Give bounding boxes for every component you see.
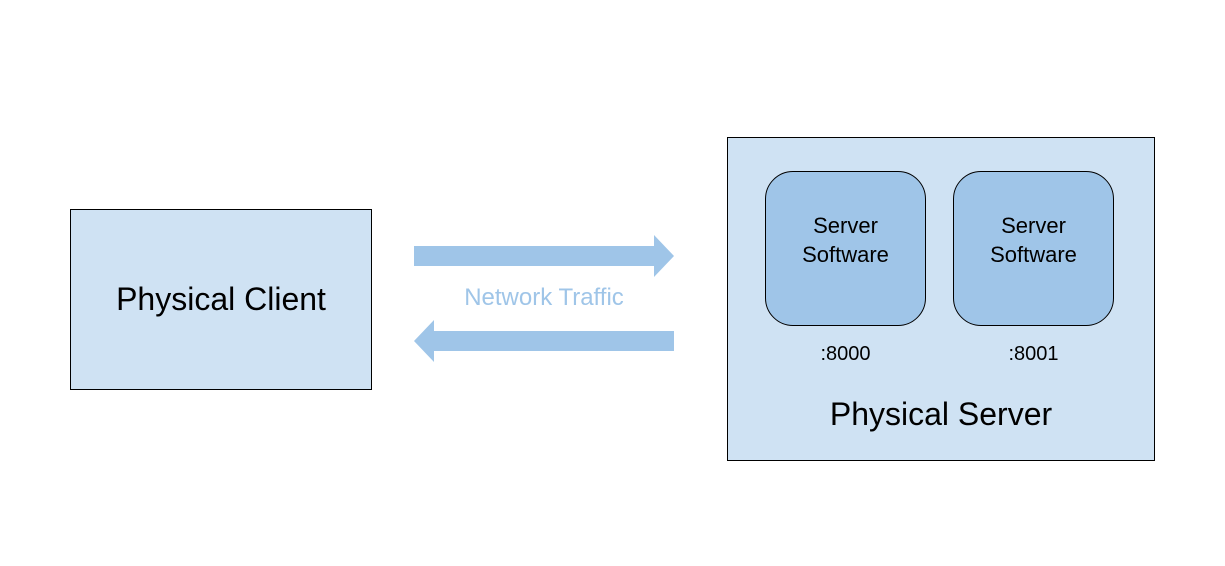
physical-server-box: Server Software :8000 Server Software :8… bbox=[727, 137, 1155, 461]
arrow-to-server bbox=[414, 235, 674, 277]
server-software-8000: Server Software bbox=[765, 171, 926, 326]
port-label-8000: :8000 bbox=[820, 343, 871, 365]
physical-server-label: Physical Server bbox=[829, 396, 1053, 432]
network-traffic-label: Network Traffic bbox=[464, 284, 624, 311]
arrow-to-client bbox=[414, 320, 674, 362]
port-label-8001: :8001 bbox=[1008, 343, 1059, 365]
physical-client-label: Physical Client bbox=[116, 281, 326, 317]
server-software-label: Server Software bbox=[990, 212, 1077, 267]
server-software-8001: Server Software bbox=[953, 171, 1114, 326]
server-software-label: Server Software bbox=[802, 212, 889, 267]
physical-client-box: Physical Client bbox=[70, 209, 372, 390]
